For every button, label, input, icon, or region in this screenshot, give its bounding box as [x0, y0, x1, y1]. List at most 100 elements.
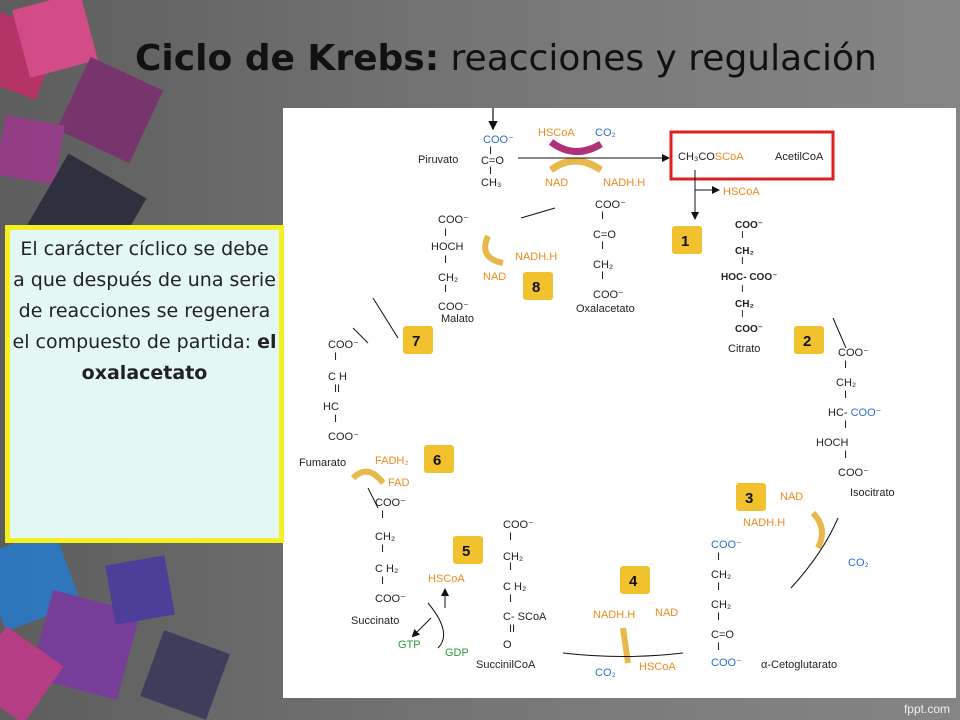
svg-text:4: 4 — [629, 573, 638, 590]
cetoglutarato-label: α-Cetoglutarato — [761, 659, 837, 671]
krebs-cycle-diagram: COO⁻ I C=O I CH₃ Piruvato HSCoA CO₂ NAD … — [283, 108, 956, 698]
cycle-svg: COO⁻ I C=O I CH₃ Piruvato HSCoA CO₂ NAD … — [299, 108, 895, 679]
step-badge-6: 6 — [424, 445, 454, 473]
co2-top: CO₂ — [595, 127, 616, 139]
svg-text:I: I — [381, 543, 384, 555]
hscoa-5: HSCoA — [428, 573, 465, 585]
svg-text:I: I — [717, 581, 720, 593]
svg-text:COO⁻: COO⁻ — [483, 134, 514, 146]
svg-text:COO⁻: COO⁻ — [328, 339, 359, 351]
svg-text:I: I — [741, 230, 744, 241]
svg-text:CH₂: CH₂ — [593, 259, 613, 271]
hscoa-top: HSCoA — [538, 127, 575, 139]
svg-text:COO⁻: COO⁻ — [711, 539, 742, 551]
svg-text:I: I — [444, 227, 447, 239]
svg-text:COO⁻: COO⁻ — [735, 324, 763, 335]
svg-text:I: I — [489, 145, 492, 157]
svg-text:CH₂: CH₂ — [375, 531, 395, 543]
acetilcoa-label: AcetilCoA — [775, 151, 824, 163]
succinato-label: Succinato — [351, 615, 399, 627]
svg-text:CH₂: CH₂ — [503, 551, 523, 563]
svg-text:I: I — [844, 419, 847, 431]
svg-text:I: I — [717, 551, 720, 563]
decorative-squares — [0, 0, 230, 720]
hscoa-4: HSCoA — [639, 661, 676, 673]
svg-text:C- SCoA: C- SCoA — [503, 611, 547, 623]
svg-text:COO⁻: COO⁻ — [838, 347, 869, 359]
svg-text:COO⁻: COO⁻ — [711, 657, 742, 669]
acetilcoa-highlight-box — [669, 130, 835, 181]
hscoa-release: HSCoA — [723, 186, 760, 198]
svg-text:HC- COO⁻: HC- COO⁻ — [828, 407, 882, 419]
svg-text:I: I — [601, 270, 604, 282]
svg-text:COO⁻: COO⁻ — [503, 519, 534, 531]
isocitrato-label: Isocitrato — [850, 487, 895, 499]
svg-text:HC: HC — [323, 401, 339, 413]
svg-text:CH₂: CH₂ — [711, 599, 731, 611]
svg-text:I: I — [381, 575, 384, 587]
nadhh-3: NADH.H — [743, 517, 785, 529]
nadhh-4: NADH.H — [593, 609, 635, 621]
nad-8: NAD — [483, 271, 506, 283]
co2-3: CO₂ — [848, 557, 869, 569]
svg-text:I: I — [717, 641, 720, 653]
svg-text:C=O: C=O — [481, 155, 504, 167]
svg-text:C H: C H — [328, 371, 347, 383]
svg-text:CH₂: CH₂ — [735, 246, 754, 257]
nadhh-8: NADH.H — [515, 251, 557, 263]
step-badge-1: 1 — [672, 226, 702, 254]
step-badge-4: 4 — [620, 566, 650, 594]
gtp-5: GTP — [398, 639, 421, 651]
piruvato-label: Piruvato — [418, 154, 458, 166]
svg-text:HOCH: HOCH — [816, 437, 848, 449]
svg-text:5: 5 — [462, 543, 470, 560]
svg-text:C=O: C=O — [593, 229, 616, 241]
svg-text:COO⁻: COO⁻ — [375, 593, 406, 605]
nad-top: NAD — [545, 177, 568, 189]
svg-text:CH₂: CH₂ — [711, 569, 731, 581]
step-badge-8: 8 — [523, 272, 553, 300]
svg-text:3: 3 — [745, 490, 753, 507]
svg-text:CH₂: CH₂ — [438, 272, 458, 284]
svg-text:I: I — [509, 593, 512, 605]
svg-text:I: I — [844, 359, 847, 371]
title-bold: Ciclo de Krebs: — [135, 38, 440, 79]
svg-text:CH₂: CH₂ — [836, 377, 856, 389]
svg-text:CH₃COSCoA: CH₃COSCoA — [678, 151, 744, 163]
svg-text:O: O — [503, 639, 512, 651]
svg-text:COO⁻: COO⁻ — [375, 497, 406, 509]
step-badge-5: 5 — [453, 536, 483, 564]
svg-text:C=O: C=O — [711, 629, 734, 641]
nad-4: NAD — [655, 607, 678, 619]
callout-highlight: el oxalacetato — [81, 331, 277, 384]
step-badge-2: 2 — [794, 326, 824, 354]
fumarato-label: Fumarato — [299, 457, 346, 469]
nad-3: NAD — [780, 491, 803, 503]
svg-text:I: I — [381, 509, 384, 521]
svg-text:I: I — [844, 389, 847, 401]
svg-text:CH₃: CH₃ — [481, 177, 501, 189]
slide-title: Ciclo de Krebs: reacciones y regulación — [135, 38, 877, 79]
svg-text:I: I — [509, 561, 512, 573]
svg-text:I: I — [844, 449, 847, 461]
step-badge-3: 3 — [736, 483, 766, 511]
svg-text:COO⁻: COO⁻ — [838, 467, 869, 479]
citrato-label: Citrato — [728, 343, 760, 355]
svg-text:II: II — [334, 383, 340, 395]
svg-text:C H₂: C H₂ — [503, 581, 526, 593]
svg-text:COO⁻: COO⁻ — [438, 214, 469, 226]
svg-text:COO⁻: COO⁻ — [595, 199, 626, 211]
step-badge-7: 7 — [403, 326, 433, 354]
oxalacetato-label: Oxalacetato — [576, 303, 635, 315]
nadhh-top: NADH.H — [603, 177, 645, 189]
svg-text:I: I — [489, 165, 492, 177]
svg-text:6: 6 — [433, 452, 441, 469]
svg-text:I: I — [741, 284, 744, 295]
svg-text:C H₂: C H₂ — [375, 563, 398, 575]
svg-text:COO⁻: COO⁻ — [735, 220, 763, 231]
svg-text:COO⁻: COO⁻ — [438, 301, 469, 313]
title-rest: reacciones y regulación — [450, 38, 877, 79]
svg-text:COO⁻: COO⁻ — [328, 431, 359, 443]
footer-watermark: fppt.com — [903, 702, 950, 716]
svg-text:I: I — [509, 531, 512, 543]
